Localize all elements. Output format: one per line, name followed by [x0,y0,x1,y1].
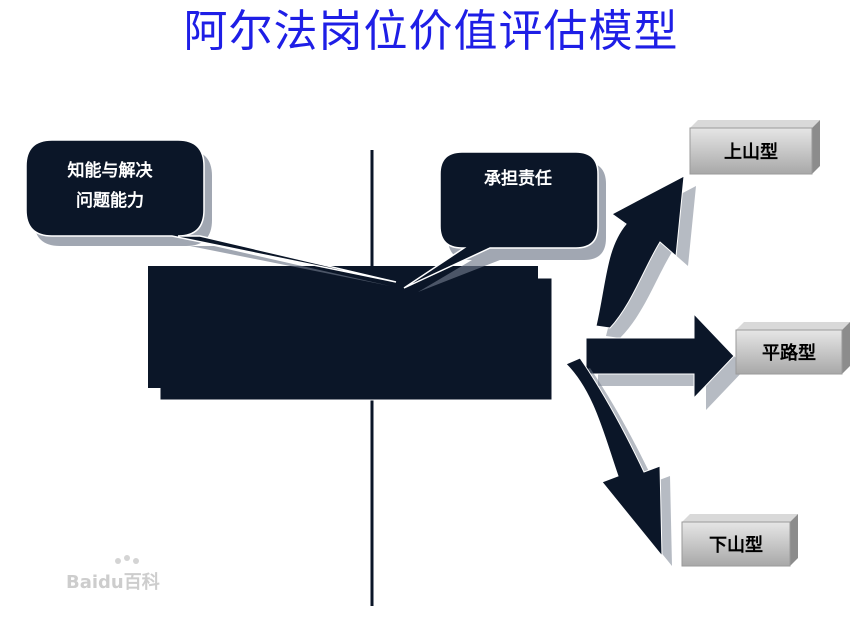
left-callout-body [25,139,397,283]
right-callout-text: 承担责任 [484,168,552,189]
right-callout: 承担责任 [403,151,606,292]
outcome-down-label: 下山型 [709,534,763,556]
arrow-up-shape [595,175,685,329]
outcome-flat-label: 平路型 [762,342,816,364]
center-block [148,266,538,388]
outcome-up-label: 上山型 [724,141,778,163]
page-title: 阿尔法岗位价值评估模型 [183,6,679,57]
left-callout: 知能与解决 问题能力 [25,139,397,286]
left-callout-text-line2: 问题能力 [76,190,144,211]
arrow-flat-shape [585,312,735,400]
outcome-box-down: 下山型 [681,514,798,567]
baidu-watermark: Baidu百科 [66,555,160,593]
outcome-box-up: 上山型 [689,120,820,175]
watermark-text: Baidu百科 [66,571,160,593]
outcome-box-flat: 平路型 [735,322,850,375]
arrow-down-shape [565,357,663,558]
left-callout-text-line1: 知能与解决 [67,160,154,181]
right-callout-body [403,151,599,289]
